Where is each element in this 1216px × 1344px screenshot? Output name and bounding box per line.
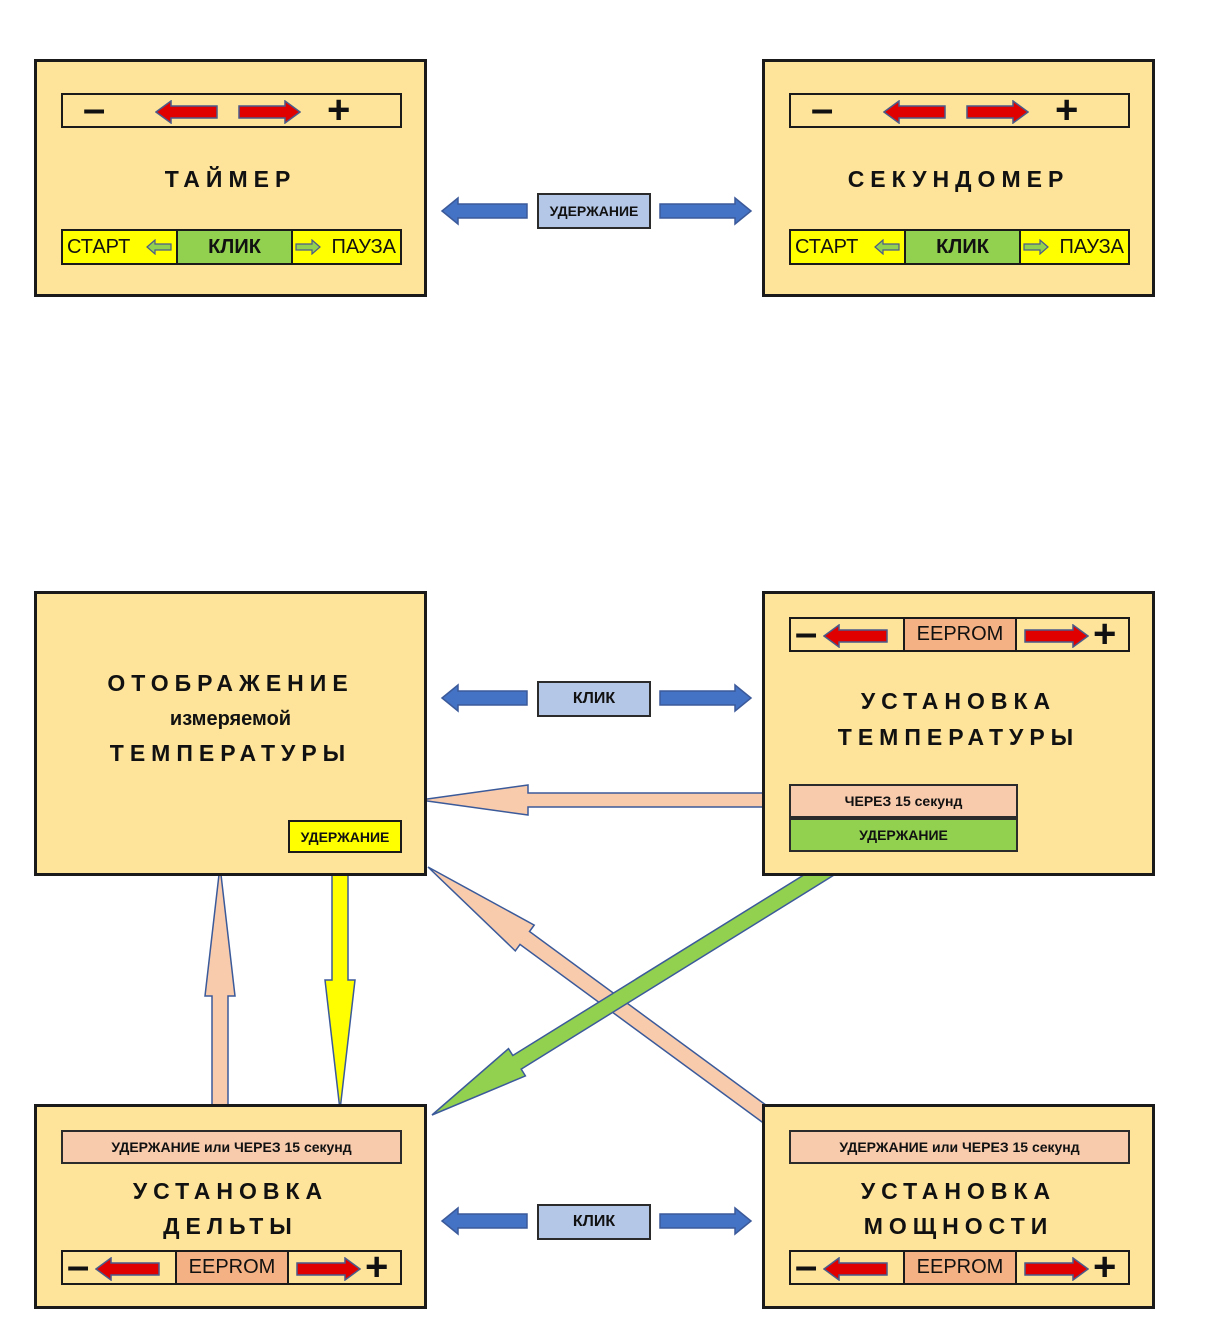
set-temperature-panel: – EEPROM + УСТАНОВКА ТЕМПЕРАТУРЫ ЧЕРЕЗ 1… [762,591,1155,876]
blue-arrow-left [440,196,528,226]
arrow-right-icon [1024,624,1089,648]
blue-arrow-right [659,1206,753,1236]
display-line3: ТЕМПЕРАТУРЫ [109,740,352,766]
arrow-right-icon [296,1257,361,1281]
minus-icon: – [67,1244,90,1288]
display-line2: измеряемой [169,708,292,730]
set-delta-adjust-bar: – EEPROM + [61,1245,402,1289]
set-delta-line2: ДЕЛЬТЫ [163,1213,298,1239]
arrow-left-icon [883,100,946,124]
hold-label[interactable]: УДЕРЖАНИЕ [789,818,1018,852]
minus-icon: – [795,1244,818,1288]
timer-adjust-bar: – + [61,88,402,132]
timer-control-bar: СТАРТ КЛИК ПАУЗА [61,229,402,265]
start-label: СТАРТ [67,235,131,258]
minus-icon: – [795,611,818,655]
blue-arrow-right [659,196,753,226]
set-temperature-adjust-bar: – EEPROM + [789,612,1130,656]
blue-arrow-right [659,683,753,713]
pause-label: ПАУЗА [331,235,396,258]
green-arrow-hold [431,844,862,1116]
exit-condition-label: УДЕРЖАНИЕ или ЧЕРЕЗ 15 секунд [789,1130,1130,1164]
blue-arrow-left [440,683,528,713]
set-delta-panel: УДЕРЖАНИЕ или ЧЕРЕЗ 15 секунд УСТАНОВКА … [34,1104,427,1309]
set-power-panel: УДЕРЖАНИЕ или ЧЕРЕЗ 15 секунд УСТАНОВКА … [762,1104,1155,1309]
arrow-left-icon [823,624,888,648]
small-arrow-right-icon [1023,239,1049,255]
stopwatch-panel: – + СЕКУНДОМЕР СТАРТ КЛИК ПАУЗА [762,59,1155,297]
after-15-seconds-label: ЧЕРЕЗ 15 секунд [789,784,1018,818]
hold-transition-label: УДЕРЖАНИЕ [537,193,651,229]
start-label: СТАРТ [795,235,859,258]
click-segment[interactable]: КЛИК [176,231,293,263]
timer-title: ТАЙМЕР [164,166,297,192]
peach-arrow-delta-exit [204,865,236,1129]
stopwatch-adjust-bar: – + [789,88,1130,132]
click-segment[interactable]: КЛИК [904,231,1021,263]
plus-icon: + [327,88,351,132]
small-arrow-right-icon [295,239,321,255]
plus-icon: + [1055,88,1079,132]
arrow-left-icon [95,1257,160,1281]
pause-label: ПАУЗА [1059,235,1124,258]
minus-icon: – [83,87,106,131]
stopwatch-title: СЕКУНДОМЕР [847,166,1070,192]
display-line1: ОТОБРАЖЕНИЕ [107,670,354,696]
arrow-left-icon [823,1257,888,1281]
timer-panel: – + ТАЙМЕР СТАРТ КЛИК ПАУЗА [34,59,427,297]
plus-icon: + [1093,1245,1117,1289]
blue-arrow-left [440,1206,528,1236]
exit-condition-label: УДЕРЖАНИЕ или ЧЕРЕЗ 15 секунд [61,1130,402,1164]
hold-badge[interactable]: УДЕРЖАНИЕ [288,820,402,853]
plus-icon: + [1093,612,1117,656]
set-power-line1: УСТАНОВКА [860,1178,1057,1204]
yellow-arrow-hold [324,849,356,1111]
arrow-right-icon [966,100,1029,124]
click-transition-label: КЛИК [537,681,651,717]
eeprom-segment[interactable]: EEPROM [903,619,1017,650]
click-transition-label: КЛИК [537,1204,651,1240]
set-power-line2: МОЩНОСТИ [863,1213,1054,1239]
set-delta-line1: УСТАНОВКА [132,1178,329,1204]
arrow-left-icon [155,100,218,124]
pause-segment[interactable]: ПАУЗА [293,231,400,263]
eeprom-segment[interactable]: EEPROM [903,1252,1017,1283]
start-segment[interactable]: СТАРТ [63,231,176,263]
set-power-adjust-bar: – EEPROM + [789,1245,1130,1289]
small-arrow-left-icon [146,239,172,255]
minus-icon: – [811,87,834,131]
peach-arrow-timeout [419,784,789,816]
plus-icon: + [365,1245,389,1289]
arrow-right-icon [1024,1257,1089,1281]
small-arrow-left-icon [874,239,900,255]
set-temperature-line2: ТЕМПЕРАТУРЫ [837,724,1080,750]
stopwatch-control-bar: СТАРТ КЛИК ПАУЗА [789,229,1130,265]
display-temperature-panel: ОТОБРАЖЕНИЕ измеряемой ТЕМПЕРАТУРЫ УДЕРЖ… [34,591,427,876]
eeprom-segment[interactable]: EEPROM [175,1252,289,1283]
set-temperature-line1: УСТАНОВКА [860,688,1057,714]
start-segment[interactable]: СТАРТ [791,231,904,263]
pause-segment[interactable]: ПАУЗА [1021,231,1128,263]
arrow-right-icon [238,100,301,124]
